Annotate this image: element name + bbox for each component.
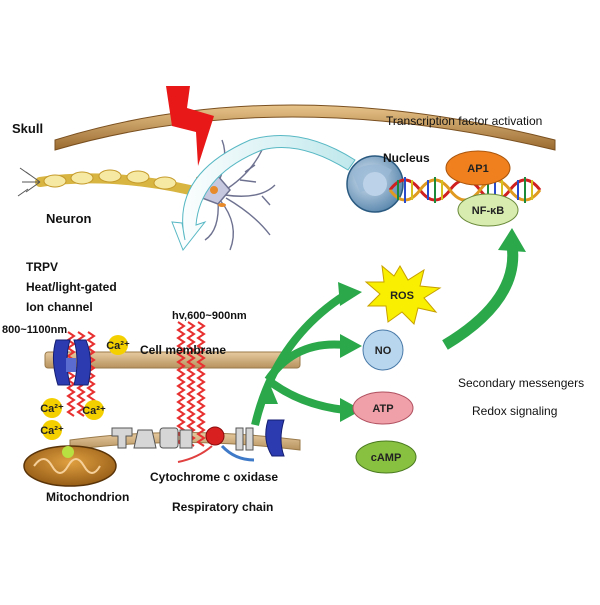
ca2-label-4: Ca²⁺ xyxy=(40,425,64,437)
arrow-head-no xyxy=(340,334,362,358)
heat-gated-label: Heat/light-gated xyxy=(26,280,117,294)
ca2-dot-3 xyxy=(84,400,104,420)
respiratory-complexes xyxy=(111,426,254,451)
cyt-arrow-right xyxy=(220,444,255,462)
mitochondrion-label: Mitochondrion xyxy=(46,490,130,504)
neuron-label: Neuron xyxy=(46,211,92,226)
ros-label: ROS xyxy=(390,290,414,302)
neuron-axon xyxy=(17,167,195,197)
ca2-dot-1 xyxy=(108,335,128,355)
ca2-label-3: Ca²⁺ xyxy=(82,405,106,417)
messenger-arrows xyxy=(251,291,348,426)
nfkb-label: NF-κB xyxy=(472,205,504,217)
arrow-head-transcription xyxy=(498,228,526,252)
arrow-head-atp xyxy=(340,398,362,422)
arrow-head-ros xyxy=(338,282,362,306)
trpv-label: TRPV xyxy=(26,260,59,274)
nucleus-label: Nucleus xyxy=(383,151,430,165)
laser-bolt-icon xyxy=(166,86,214,166)
cell-membrane-label: Cell membrane xyxy=(140,343,227,357)
mitochondrion-icon xyxy=(23,445,117,487)
skull-label: Skull xyxy=(12,121,44,136)
transcription-label: Transcription factor activation xyxy=(386,114,543,128)
secondary-messengers-label: Secondary messengers xyxy=(458,376,585,390)
nfkb-oval xyxy=(457,193,519,227)
cyt-arrow-left xyxy=(177,445,213,463)
redox-signaling-label: Redox signaling xyxy=(472,404,558,418)
wavelength-red-label: hv,600~900nm xyxy=(172,310,247,322)
ca2-dot-4 xyxy=(42,420,62,440)
arrow-to-transcription xyxy=(442,244,519,350)
ros-burst xyxy=(364,264,442,325)
camp-pill xyxy=(355,440,417,474)
ion-channel-label: Ion channel xyxy=(26,300,93,314)
ap1-label: AP1 xyxy=(467,163,488,175)
cytochrome-label: Cytochrome c oxidase xyxy=(150,470,279,484)
nucleus-icon xyxy=(346,155,404,213)
signal-arrow-neuron-to-nucleus xyxy=(171,135,356,251)
atp-synthase-icon xyxy=(265,419,285,457)
cell-membrane-band xyxy=(44,351,301,369)
atp-label: ATP xyxy=(372,403,393,415)
wavelength-ir-label: 800~1100nm xyxy=(2,324,68,336)
camp-label: cAMP xyxy=(371,452,402,464)
ca2-label-1: Ca²⁺ xyxy=(106,340,130,352)
no-label: NO xyxy=(375,345,392,357)
light-wave-red xyxy=(176,321,206,447)
no-circle xyxy=(362,329,404,371)
trpv-channel-icon xyxy=(52,339,92,386)
ca2-dot-2 xyxy=(42,398,62,418)
ap1-oval xyxy=(445,150,511,186)
respiratory-chain-label: Respiratory chain xyxy=(172,500,274,514)
ca2-label-2: Ca²⁺ xyxy=(40,403,64,415)
arrow-head-up xyxy=(258,380,278,404)
atp-pill xyxy=(352,391,414,425)
